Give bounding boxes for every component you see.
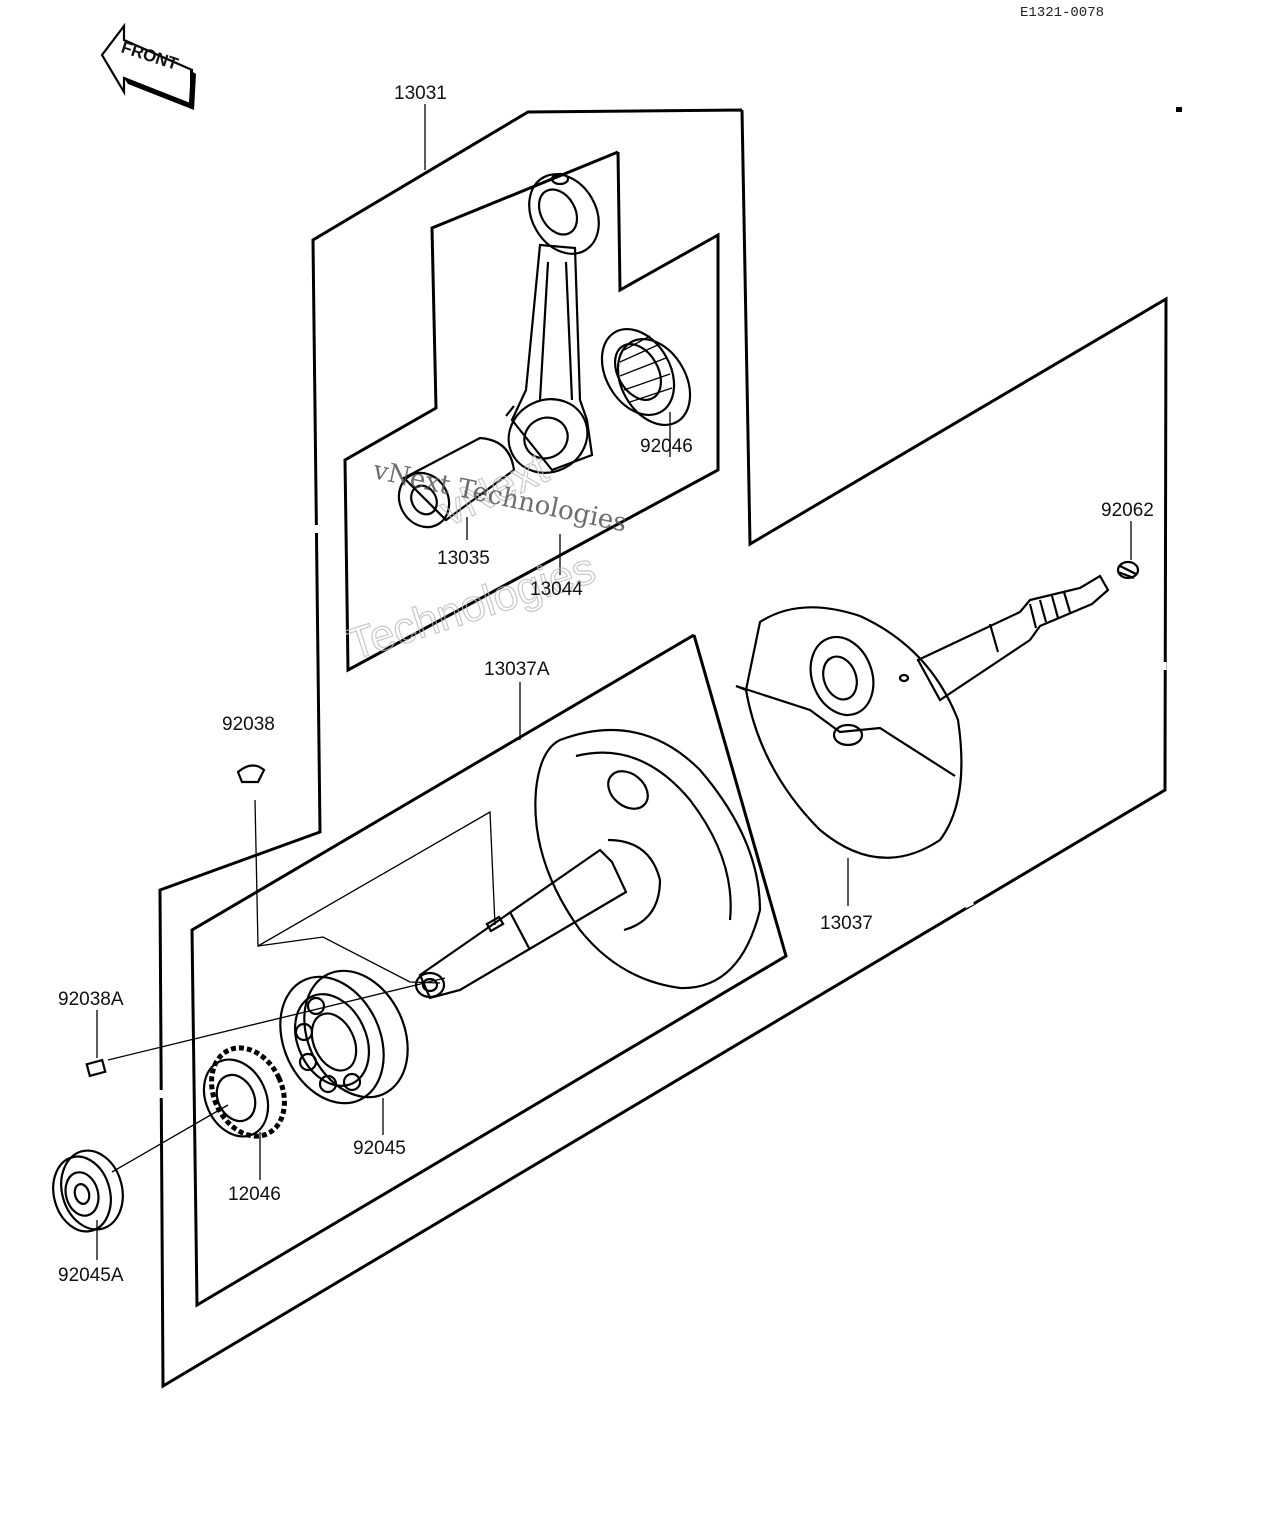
label-92038A: 92038A xyxy=(58,989,124,1010)
crank-half-right-icon xyxy=(735,574,1110,859)
label-13035: 13035 xyxy=(437,548,490,569)
label-92045A: 92045A xyxy=(58,1265,124,1286)
label-13044: 13044 xyxy=(530,579,583,600)
group-outline-13044 xyxy=(343,150,720,673)
crankpin-icon xyxy=(397,436,516,529)
ball-bearing-icon xyxy=(279,969,409,1105)
leader-lines xyxy=(96,104,1132,1260)
label-13037A: 13037A xyxy=(484,659,550,680)
key-92038A-icon xyxy=(85,1058,107,1078)
ball-bearing-small-icon xyxy=(52,1149,124,1233)
front-label: FRONT xyxy=(119,38,181,74)
woodruff-key-icon xyxy=(236,764,266,784)
drawing-code: E1321-0078 xyxy=(1020,5,1104,21)
label-13031: 13031 xyxy=(394,83,447,104)
label-12046: 12046 xyxy=(228,1184,281,1205)
label-92062: 92062 xyxy=(1101,500,1154,521)
plug-icon xyxy=(1116,560,1140,580)
label-13037: 13037 xyxy=(820,913,873,934)
front-arrow-icon: FRONT xyxy=(100,22,196,110)
crank-half-left-icon xyxy=(414,728,762,1000)
label-92038: 92038 xyxy=(222,714,275,735)
label-92046: 92046 xyxy=(640,436,693,457)
connecting-rod-icon xyxy=(505,172,600,474)
corner-mark xyxy=(1176,107,1182,112)
needle-bearing-icon xyxy=(600,327,692,427)
gear-icon xyxy=(202,1045,287,1139)
group-outline-13031 xyxy=(158,108,1168,1389)
label-92045: 92045 xyxy=(353,1138,406,1159)
group-outline-13037A xyxy=(190,633,788,1308)
